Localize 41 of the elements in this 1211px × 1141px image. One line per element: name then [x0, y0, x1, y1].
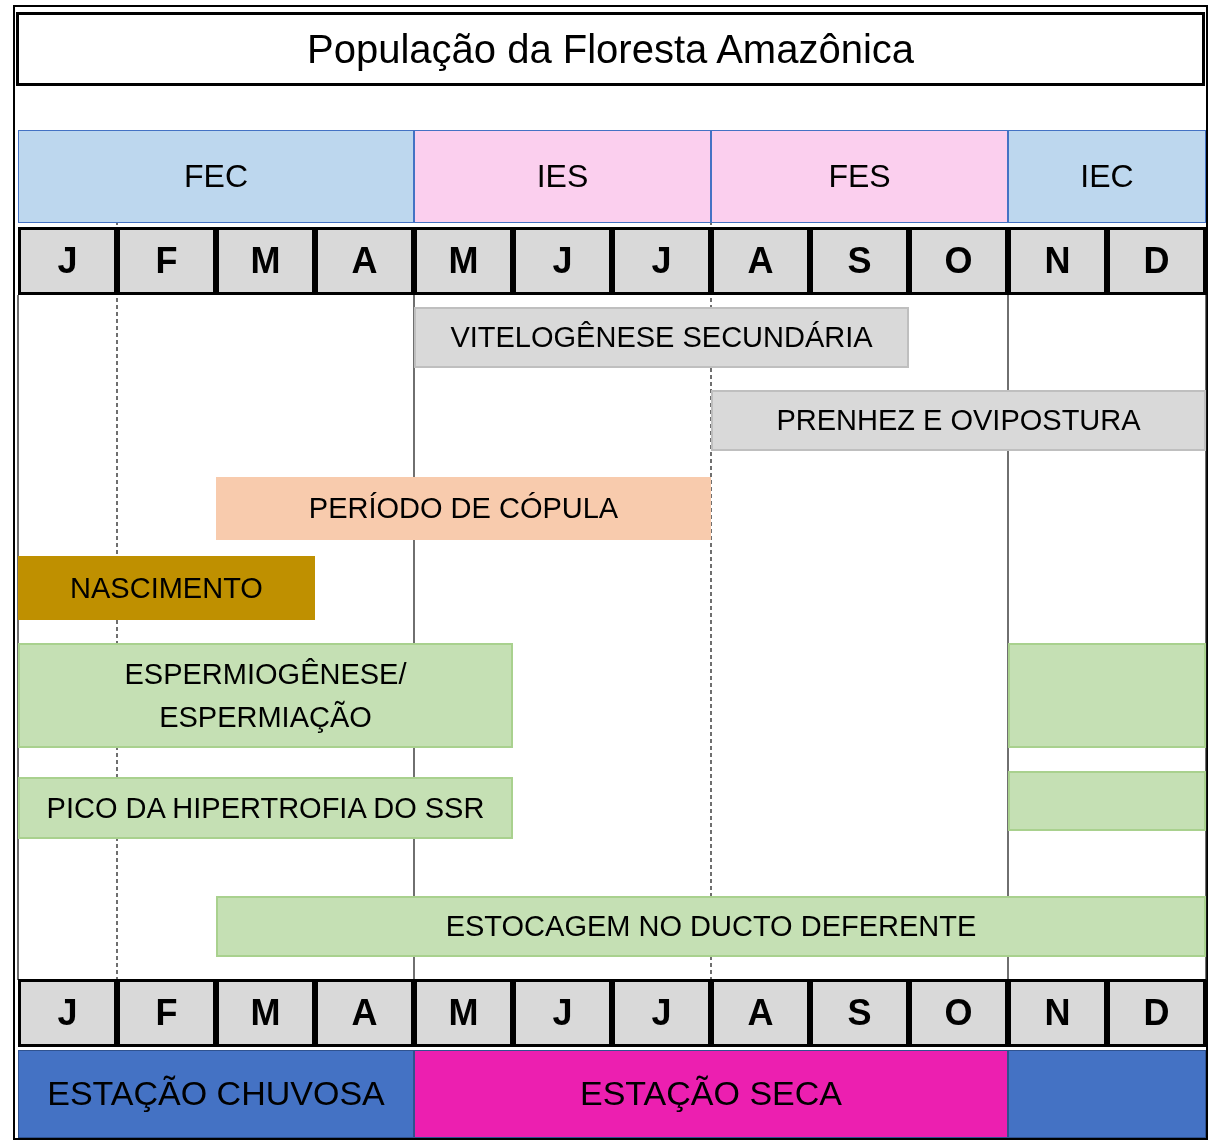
month-header: S	[810, 227, 909, 295]
phase-header: FEC	[18, 130, 414, 223]
month-header: A	[315, 979, 414, 1047]
month-header: N	[1008, 979, 1107, 1047]
month-header: J	[513, 979, 612, 1047]
month-header: F	[117, 979, 216, 1047]
month-header: A	[711, 227, 810, 295]
month-header: A	[315, 227, 414, 295]
period-bar: ESTOCAGEM NO DUCTO DEFERENTE	[216, 896, 1206, 957]
month-header: M	[414, 227, 513, 295]
phase-header: IEC	[1008, 130, 1206, 223]
month-header: O	[909, 979, 1008, 1047]
period-bar: PRENHEZ E OVIPOSTURA	[711, 390, 1206, 451]
month-header: J	[612, 227, 711, 295]
phase-header: IES	[414, 130, 711, 223]
month-header: M	[216, 227, 315, 295]
month-header: J	[18, 979, 117, 1047]
month-header: M	[414, 979, 513, 1047]
month-header: J	[612, 979, 711, 1047]
season-bar: ESTAÇÃO CHUVOSA	[18, 1050, 414, 1138]
month-header: M	[216, 979, 315, 1047]
month-header: F	[117, 227, 216, 295]
chart-title: População da Floresta Amazônica	[16, 12, 1205, 86]
month-header: S	[810, 979, 909, 1047]
season-bar: ESTAÇÃO SECA	[414, 1050, 1008, 1138]
period-bar: VITELOGÊNESE SECUNDÁRIA	[414, 307, 909, 368]
period-bar: ESPERMIOGÊNESE/ ESPERMIAÇÃO	[18, 643, 513, 748]
month-header: A	[711, 979, 810, 1047]
period-bar: PICO DA HIPERTROFIA DO SSR	[18, 777, 513, 839]
period-bar: PERÍODO DE CÓPULA	[216, 477, 711, 540]
month-header: D	[1107, 227, 1206, 295]
month-header: O	[909, 227, 1008, 295]
period-bar	[1008, 643, 1206, 748]
period-bar	[1008, 771, 1206, 831]
month-header: N	[1008, 227, 1107, 295]
phase-header: FES	[711, 130, 1008, 223]
season-bar	[1008, 1050, 1206, 1138]
month-header: J	[513, 227, 612, 295]
month-header: J	[18, 227, 117, 295]
month-header: D	[1107, 979, 1206, 1047]
period-bar: NASCIMENTO	[18, 556, 315, 620]
